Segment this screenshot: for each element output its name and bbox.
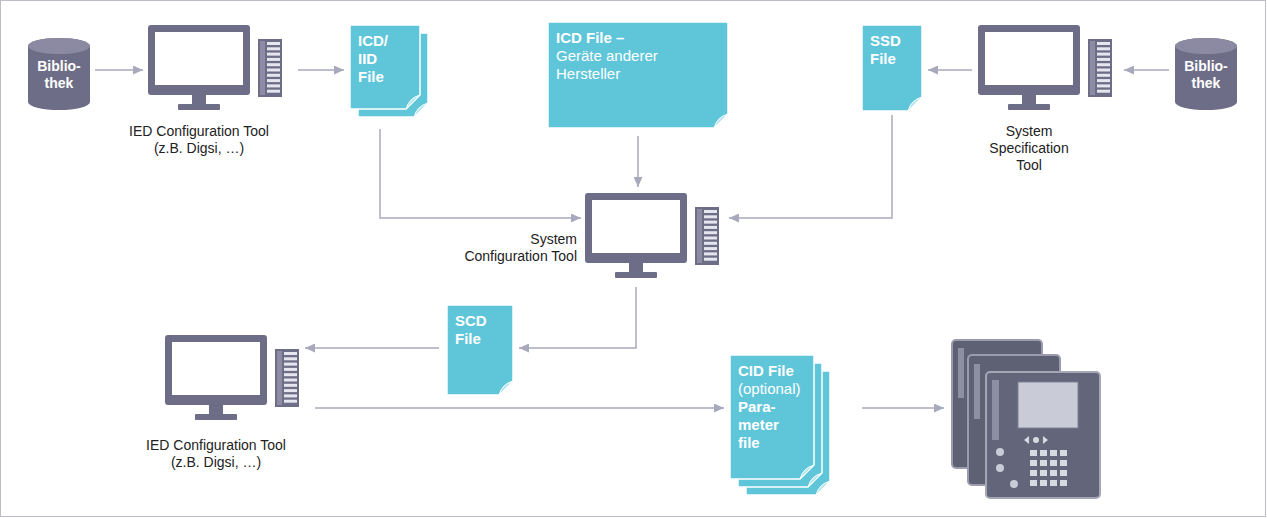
file-document: ICD/ IID File <box>350 25 428 117</box>
node-text: SSD File <box>870 32 914 68</box>
tool-monitor: IED Configuration Tool (z.B. Digsi, …) <box>165 335 301 423</box>
node-text: Biblio- thek <box>31 58 87 92</box>
protection-devices <box>952 340 1100 498</box>
file-document: SSD File <box>862 25 922 111</box>
node-text: CID File <box>738 362 802 380</box>
node-text: Geräte anderer Hersteller <box>556 47 686 83</box>
tool-label: IED Configuration Tool (z.B. Digsi, …) <box>118 123 280 157</box>
file-document: SCD File <box>447 305 513 395</box>
flow-arrow <box>729 115 892 218</box>
library-cylinder: Biblio- thek <box>1175 38 1237 110</box>
tool-label: System Specification Tool <box>976 123 1082 174</box>
library-cylinder: Biblio- thek <box>28 38 90 110</box>
shape-outline <box>148 25 284 113</box>
file-document: ICD File –Geräte anderer Hersteller <box>548 22 728 128</box>
tool-monitor: System Configuration Tool <box>585 193 725 281</box>
node-text: Para- meter file <box>738 398 802 452</box>
flow-arrow <box>928 69 972 71</box>
flow-arrow <box>298 69 344 71</box>
shape-outline <box>585 193 725 281</box>
flow-arrow <box>519 287 636 348</box>
shape-outline <box>165 335 301 423</box>
flow-arrow <box>305 347 439 349</box>
flow-arrow <box>95 69 143 71</box>
flow-arrow <box>862 407 944 409</box>
node-text: ICD/ IID File <box>358 32 402 86</box>
tool-label: System Configuration Tool <box>447 231 577 265</box>
tool-monitor: System Specification Tool <box>978 25 1114 113</box>
flow-arrow <box>637 136 639 187</box>
file-document: CID File(optional)Para- meter file <box>730 355 830 495</box>
tool-monitor: IED Configuration Tool (z.B. Digsi, …) <box>148 25 284 113</box>
shape-outline <box>978 25 1114 113</box>
node-text: (optional) <box>738 380 802 398</box>
node-text: SCD File <box>455 312 499 348</box>
node-text: ICD File – <box>556 29 686 47</box>
node-text: Biblio- thek <box>1178 58 1234 92</box>
flow-arrow <box>1124 69 1169 71</box>
tool-label: IED Configuration Tool (z.B. Digsi, …) <box>135 437 297 471</box>
flow-arrow <box>315 407 724 409</box>
flow-arrow <box>380 129 581 218</box>
